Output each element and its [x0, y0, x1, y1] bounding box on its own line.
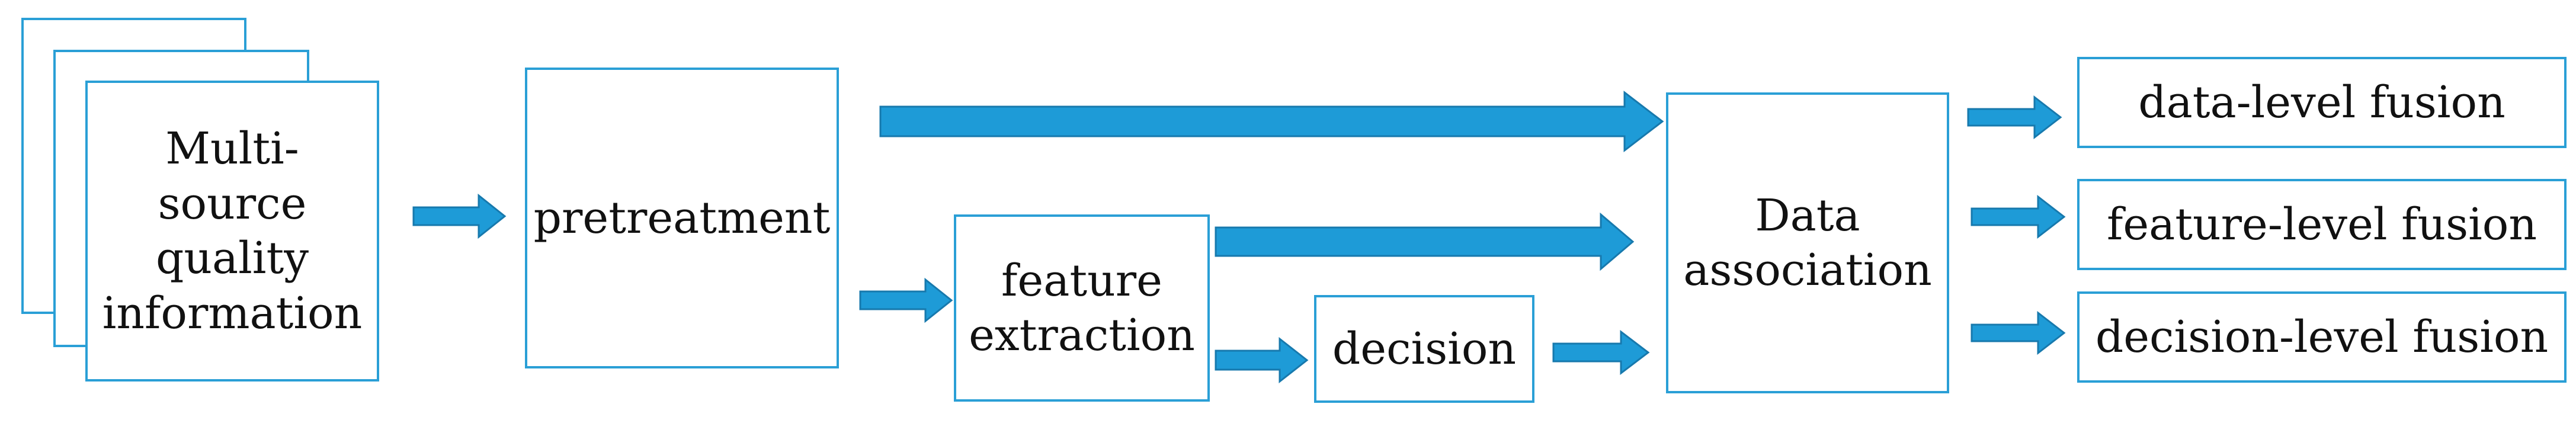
feature-extraction-line-1: feature: [1001, 255, 1162, 306]
data-level-fusion-node: data-level fusion: [2077, 57, 2567, 148]
arrow-to-feature-level-fusion: [1971, 194, 2066, 239]
arrow-to-data-level-fusion: [1967, 95, 2062, 140]
data-association-line-2: association: [1683, 245, 1932, 296]
pretreatment-label: pretreatment: [533, 192, 831, 243]
data-association-node: Data association: [1666, 92, 1949, 393]
source-line-1: Multi-: [165, 123, 299, 174]
decision-level-fusion-node: decision-level fusion: [2077, 291, 2567, 383]
pretreatment-node: pretreatment: [525, 68, 839, 368]
feature-level-fusion-label: feature-level fusion: [2106, 198, 2537, 250]
feature-extraction-line-2: extraction: [969, 310, 1195, 361]
data-level-fusion-label: data-level fusion: [2138, 76, 2505, 128]
arrow-feature-extraction-to-decision: [1215, 336, 1309, 384]
arrow-source-to-pretreatment: [412, 193, 507, 239]
data-association-label: Data association: [1683, 188, 1931, 298]
source-line-3: quality: [155, 233, 309, 284]
decision-node: decision: [1314, 295, 1534, 403]
source-node: Multi- source quality information: [85, 81, 379, 382]
arrow-pretreatment-to-feature-extraction: [859, 277, 953, 323]
arrow-to-decision-level-fusion: [1971, 310, 2066, 355]
feature-extraction-node: feature extraction: [954, 214, 1210, 402]
feature-level-fusion-node: feature-level fusion: [2077, 179, 2567, 270]
decision-level-fusion-label: decision-level fusion: [2095, 311, 2549, 363]
source-line-2: source: [158, 178, 307, 229]
source-label: Multi- source quality information: [102, 121, 363, 341]
source-line-4: information: [102, 287, 363, 339]
decision-label: decision: [1332, 323, 1517, 374]
data-association-line-1: Data: [1755, 190, 1860, 241]
arrow-feature-extraction-to-data-association: [1215, 212, 1635, 271]
arrow-pretreatment-to-data-association: [879, 90, 1664, 153]
feature-extraction-label: feature extraction: [969, 254, 1195, 363]
arrow-decision-to-data-association: [1552, 329, 1650, 376]
